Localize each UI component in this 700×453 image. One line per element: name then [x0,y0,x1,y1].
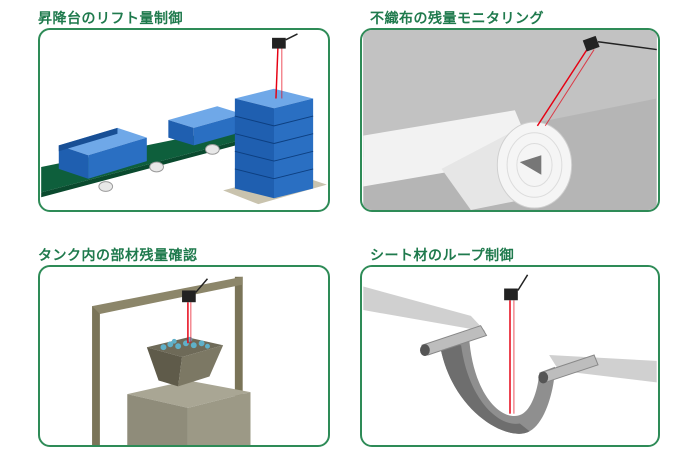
hopper [146,337,224,387]
roller-left [420,325,488,356]
roll-shaft [519,155,542,175]
sensor-icon [504,288,518,301]
panel-title-tank: タンク内の部材残量確認 [38,248,198,264]
basket [168,106,243,146]
tank-body [127,380,251,408]
panel-title-sheet-loop: シート材のループ制御 [370,248,515,264]
panel-title-nonwoven: 不織布の残量モニタリング [370,11,544,27]
basket-stack [234,88,314,199]
sensor-icon [182,290,196,303]
panel-lift-illustration [38,28,330,212]
nonwoven-roll [441,121,573,210]
laser-beam [275,47,279,99]
panel-nonwoven-illustration [360,28,660,212]
lift-scene [41,33,327,205]
panel-title-lift: 昇降台のリフト量制御 [38,11,183,27]
conveyor-roller [98,181,114,192]
support-frame [92,306,100,445]
conveyor-roller [149,161,164,173]
sensor-icon [582,35,600,52]
tank-scene [92,276,251,445]
nonwoven-scene [363,30,657,210]
sheet-incoming [363,286,486,332]
laser-beam [536,47,589,127]
basket [58,127,147,179]
panel-tank-illustration [38,265,330,447]
panel-sheet-loop-illustration [360,265,660,447]
conveyor-roller [205,143,220,155]
sensor-icon [272,37,286,49]
sheet-loop [439,335,555,434]
parts-pile [160,336,210,351]
roller-right [538,354,599,384]
sheet-loop-scene [363,267,657,445]
nonwoven-sheet [363,110,535,187]
